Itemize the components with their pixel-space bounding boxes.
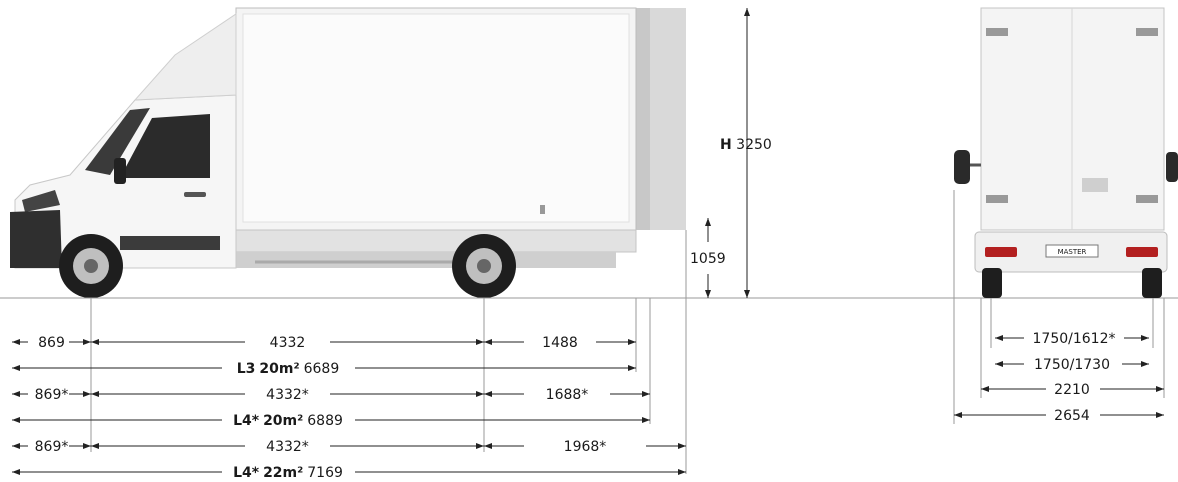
width-label-1: 1750/1612* [1033, 331, 1116, 347]
license-plate [1045, 244, 1099, 258]
rear-left-wheel [982, 268, 1002, 298]
side-mirror [114, 158, 126, 184]
height-label: H 3250 [720, 137, 772, 153]
extension-lines [90, 230, 687, 474]
width-dim-1: 1750/1612* [995, 331, 1149, 347]
floor-height-dimension: 1059 [690, 218, 726, 298]
left-taillight [985, 247, 1017, 257]
wheelbase-label: 4332 [270, 335, 306, 351]
box-light [540, 205, 545, 214]
rear-overhang-label: 1488 [542, 335, 578, 351]
rear-width-dimensions: 1750/1612* 1750/1730 2210 2654 [954, 331, 1164, 424]
side-window [120, 114, 210, 178]
door-handle [184, 192, 206, 197]
rear-overhang-label: 1968* [564, 439, 607, 455]
wheelbase-label: 4332* [266, 439, 309, 455]
front-overhang-label: 869 [38, 335, 65, 351]
left-mirror [954, 150, 970, 184]
roof-deflector [133, 13, 237, 101]
width-dim-4: 2654 [954, 408, 1164, 424]
front-overhang-label: 869* [35, 387, 69, 403]
floor-height-label: 1059 [690, 251, 726, 267]
height-dimension: H 3250 [720, 8, 772, 298]
rear-overhang-label: 1688* [546, 387, 589, 403]
right-mirror [1166, 152, 1178, 182]
width-dim-2: 1750/1730 [995, 357, 1149, 373]
headlight [22, 190, 60, 212]
right-taillight [1126, 247, 1158, 257]
plate-text: MASTER [1058, 248, 1087, 256]
rear-extension-lines [953, 190, 1165, 424]
width-label-2: 1750/1730 [1034, 357, 1110, 373]
front-wheel [59, 234, 123, 298]
windshield [85, 108, 150, 175]
front-overhang-label: 869* [35, 439, 69, 455]
truck-rear-view: MASTER [954, 7, 1178, 298]
chassis [235, 229, 637, 253]
rear-wheel [452, 234, 516, 298]
front-bumper [10, 210, 62, 268]
width-label-3: 2210 [1054, 382, 1090, 398]
wheelbase-label: 4332* [266, 387, 309, 403]
truck-side-view [10, 7, 686, 298]
width-label-4: 2654 [1054, 408, 1090, 424]
width-dim-3: 2210 [981, 382, 1164, 398]
rear-right-wheel [1142, 268, 1162, 298]
